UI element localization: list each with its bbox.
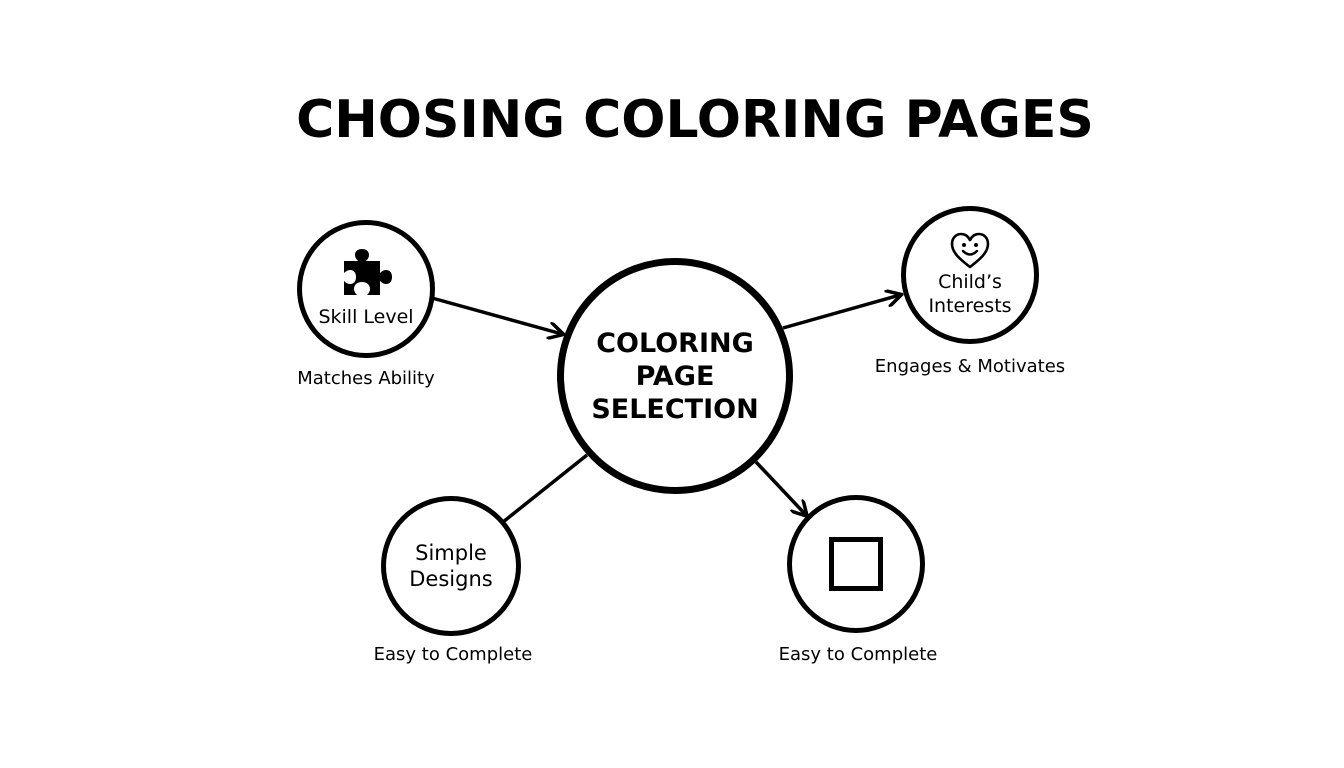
diagram-title: CHOSING COLORING PAGES [296, 90, 1094, 150]
childs-interests-label-line: Interests [928, 295, 1012, 317]
line-center-to-simple [501, 453, 589, 524]
arrow-skill-to-center [431, 296, 562, 334]
simple-designs-label-line: Simple [415, 541, 487, 565]
center-node: COLORING PAGE SELECTION [557, 258, 793, 494]
center-label-line: COLORING [596, 327, 754, 359]
arrow-center-to-complete [754, 460, 806, 515]
complete-square-node [787, 495, 925, 633]
childs-interests-node: Child’s Interests [901, 206, 1039, 344]
simple-designs-caption: Easy to Complete [373, 644, 533, 665]
simple-designs-label: Simple Designs [396, 540, 506, 592]
simple-designs-label-line: Designs [409, 567, 493, 591]
skill-level-label: Skill Level [318, 306, 414, 328]
center-label-line: SELECTION [591, 393, 759, 425]
simple-designs-node: Simple Designs [381, 496, 521, 636]
skill-level-caption: Matches Ability [297, 368, 435, 389]
childs-interests-label-line: Child’s [938, 271, 1002, 293]
childs-interests-caption: Engages & Motivates [874, 356, 1066, 377]
complete-square-caption: Easy to Complete [778, 644, 938, 665]
childs-interests-label: Child’s Interests [915, 270, 1025, 318]
center-label: COLORING PAGE SELECTION [580, 327, 770, 426]
arrow-center-to-interests [782, 295, 900, 330]
skill-level-node: Skill Level [297, 220, 435, 358]
puzzle-piece-icon [344, 249, 392, 295]
square-outline-icon [829, 537, 883, 591]
smiling-heart-icon [950, 232, 990, 269]
center-label-line: PAGE [635, 360, 715, 392]
